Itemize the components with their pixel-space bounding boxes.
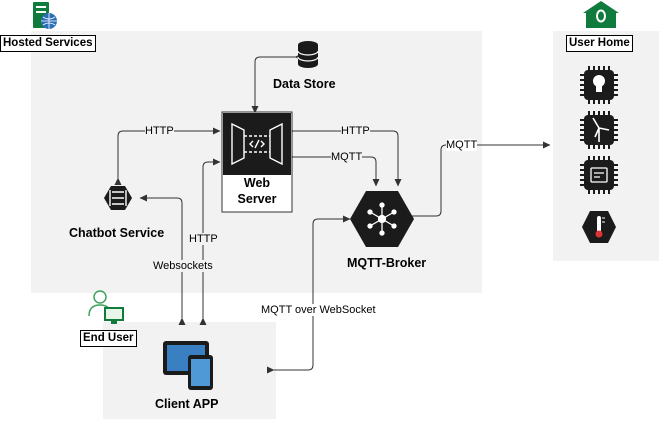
edge-datastore-webserver: [251, 53, 302, 114]
edge-chatbot-webserver: [114, 127, 221, 185]
end-user-icon: [88, 290, 124, 324]
wind-turbine-chip-icon: [580, 111, 618, 149]
edge-client-broker: [267, 215, 351, 374]
web-server-label-line1: Web: [243, 176, 271, 190]
web-server-box: [221, 111, 293, 213]
edge-broker-userhome: [405, 141, 551, 220]
user-home-title: User Home: [566, 35, 633, 52]
edge-label-http-client: HTTP: [189, 233, 218, 245]
chatbot-service-label: Chatbot Service: [69, 226, 165, 240]
hosted-services-title: Hosted Services: [0, 35, 96, 52]
edge-label-http-chatbot: HTTP: [145, 125, 174, 137]
end-user-title: End User: [80, 330, 137, 347]
edge-label-http-broker: HTTP: [341, 125, 370, 137]
devices-icon: [163, 341, 213, 390]
edge-label-mqtt-home: MQTT: [446, 139, 478, 151]
edge-webserver-broker-mqtt: [287, 153, 380, 187]
edge-webserver-broker-http: [287, 127, 402, 187]
edge-label-mqtt-broker: MQTT: [331, 151, 363, 163]
server-network-icon: [33, 2, 57, 29]
mqtt-broker-label: MQTT-Broker: [347, 256, 427, 270]
data-store-label: Data Store: [273, 77, 336, 91]
sensor-chip-icon: [580, 156, 618, 194]
thermometer-hex-icon: [582, 211, 616, 243]
edge-client-webserver: [199, 158, 221, 325]
edge-label-mqtt-websocket: MQTT over WebSocket: [261, 304, 376, 316]
database-icon: [297, 41, 319, 68]
chatbot-hex-icon: [104, 186, 132, 210]
edge-client-chatbot: [139, 194, 186, 325]
client-app-label: Client APP: [155, 397, 219, 411]
house-icon: [583, 1, 619, 28]
mqtt-broker-hex-icon: [350, 191, 414, 247]
edge-label-websockets: Websockets: [153, 260, 213, 272]
web-server-label-line2: Server: [237, 192, 277, 206]
bulb-chip-icon: [580, 66, 618, 104]
